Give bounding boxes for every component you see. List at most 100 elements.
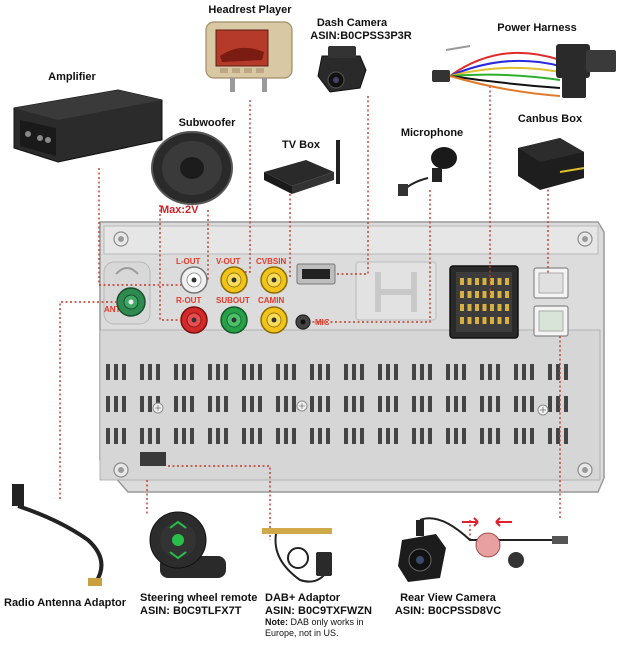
line-microphone <box>311 190 431 323</box>
vent-slot <box>360 428 364 444</box>
vent-slot <box>318 428 322 444</box>
vent-slot <box>140 428 144 444</box>
rca-camin-jack[interactable] <box>260 306 288 334</box>
line-amplifier <box>98 168 181 286</box>
vent-slot <box>412 396 416 412</box>
vent-slot <box>190 428 194 444</box>
vent-slot <box>420 428 424 444</box>
tv-box-image <box>264 140 340 194</box>
vent-slot <box>250 428 254 444</box>
vent-slot <box>284 364 288 380</box>
vent-slot <box>140 396 144 412</box>
port-label-camin: CAMIN <box>258 296 284 305</box>
harness-pin <box>505 291 509 298</box>
port-label-ant: ANT <box>104 305 121 314</box>
harness-pin <box>482 291 487 298</box>
canbus-socket-bottom[interactable] <box>533 305 569 337</box>
vent-slot <box>394 396 398 412</box>
rca-cvbsin-jack[interactable] <box>260 266 288 294</box>
port-label-v-out: V-OUT <box>216 257 241 266</box>
harness-pin <box>467 304 472 311</box>
vent-slot <box>344 396 348 412</box>
vent-slot <box>224 396 228 412</box>
vent-slot <box>284 396 288 412</box>
harness-pin <box>467 278 472 285</box>
vent-slot <box>360 364 364 380</box>
label-dash-camera-asin: ASIN:B0CPSS3P3R <box>310 30 412 42</box>
vent-slot <box>174 364 178 380</box>
main-harness-socket[interactable] <box>449 265 519 339</box>
vent-slot <box>386 428 390 444</box>
vent-slot <box>310 396 314 412</box>
vent-slot <box>480 428 484 444</box>
harness-pin <box>505 317 509 324</box>
harness-pin <box>467 317 472 324</box>
vent-slot <box>114 428 118 444</box>
usb-port[interactable] <box>296 263 336 285</box>
vent-slot <box>292 396 296 412</box>
rca-v-out-jack[interactable] <box>220 266 248 294</box>
rca-ports: L-OUT V-OUT CVBSIN R-OUT SUBOUT CAMIN MI… <box>104 257 569 339</box>
vent-slot <box>548 428 552 444</box>
vent-slot <box>386 396 390 412</box>
harness-pin <box>475 317 479 324</box>
vent-slot <box>564 396 568 412</box>
vent-slot <box>378 396 382 412</box>
harness-pin <box>482 278 487 285</box>
vent-slot <box>182 428 186 444</box>
harness-pin <box>460 291 464 298</box>
vent-slot <box>122 428 126 444</box>
vent-slot <box>446 428 450 444</box>
vent-slot <box>420 364 424 380</box>
vent-slot <box>216 396 220 412</box>
label-amplifier: Amplifier <box>48 71 96 83</box>
harness-pin <box>497 317 502 324</box>
label-max-voltage: Max:2V <box>160 204 199 216</box>
harness-pin <box>475 291 479 298</box>
vent-slot <box>496 364 500 380</box>
vent-slot <box>522 364 526 380</box>
canbus-socket-top[interactable] <box>533 267 569 299</box>
dash-camera-image <box>317 46 367 93</box>
vent-slot <box>454 428 458 444</box>
vent-slot <box>548 396 552 412</box>
mic-jack[interactable] <box>295 314 311 330</box>
harness-pin <box>497 278 502 285</box>
vent-slot <box>106 396 110 412</box>
label-steering-remote: Steering wheel remote <box>140 592 258 604</box>
vent-slot <box>242 364 246 380</box>
vent-slot <box>564 364 568 380</box>
label-rear-camera-asin: ASIN: B0CPSSD8VC <box>394 605 502 617</box>
rca-l-out-jack[interactable] <box>180 266 208 294</box>
vent-slot <box>284 428 288 444</box>
vent-slot <box>250 396 254 412</box>
line-dash-camera <box>336 96 369 275</box>
vent-slot <box>556 364 560 380</box>
harness-pin <box>490 304 494 311</box>
rca-subout-jack[interactable] <box>220 306 248 334</box>
vent-slot <box>488 428 492 444</box>
vent-slot <box>556 396 560 412</box>
vent-slot <box>190 396 194 412</box>
harness-pin <box>497 291 502 298</box>
vent-slot <box>242 428 246 444</box>
label-radio-antenna-adaptor: Radio Antenna Adaptor <box>4 597 127 609</box>
label-power-harness: Power Harness <box>497 22 577 34</box>
vent-slot <box>292 364 296 380</box>
harness-pin <box>490 278 494 285</box>
vent-slot <box>258 364 262 380</box>
vent-slot <box>216 364 220 380</box>
vent-slot <box>522 428 526 444</box>
vent-slot <box>454 396 458 412</box>
port-label-r-out: R-OUT <box>176 296 201 305</box>
vent-slot <box>106 364 110 380</box>
antenna-jack[interactable] <box>116 287 146 317</box>
rca-r-out-jack[interactable] <box>180 306 208 334</box>
vent-slot <box>428 396 432 412</box>
amplifier-image <box>13 89 163 163</box>
vent-slot <box>258 396 262 412</box>
vent-slot <box>258 428 262 444</box>
label-rear-camera: Rear View Camera <box>400 592 496 604</box>
vent-slot <box>514 428 518 444</box>
vent-slot <box>462 396 466 412</box>
